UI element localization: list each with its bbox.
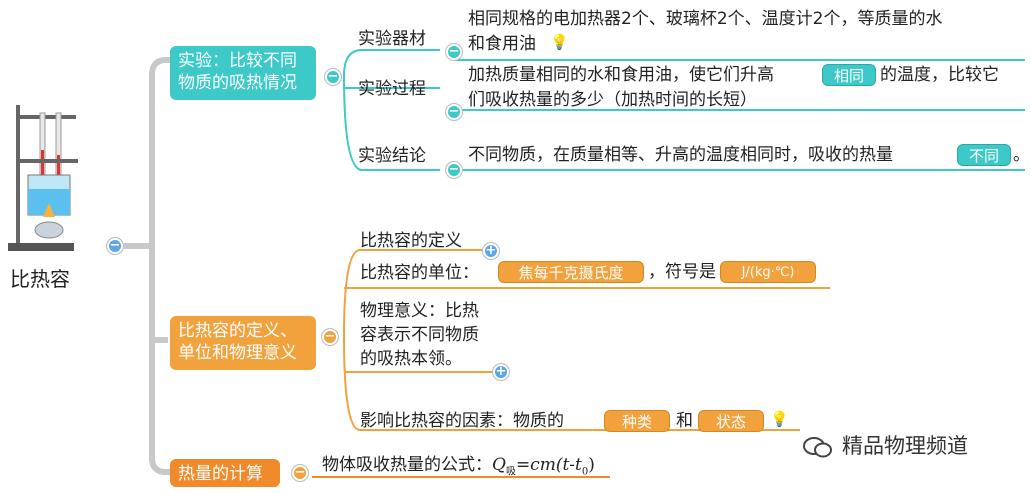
answer-different: 不同 [957,144,1011,166]
wechat-icon [803,436,833,458]
definition-expand-toggle[interactable]: + [483,243,499,259]
experiment-process-label: 实验过程 [358,79,426,99]
meaning-line1: 物理意义：比热 [360,301,479,321]
lab-apparatus-illustration [6,105,80,255]
experiment-conclusion-label: 实验结论 [358,146,426,166]
root-collapse-toggle[interactable]: − [107,238,123,254]
definition-label: 比热容的定义 [360,231,462,251]
experiment-process-toggle[interactable]: − [446,104,462,120]
formula-close-paren: ) [588,455,595,475]
watermark-text: 精品物理频道 [842,434,968,458]
branch-experiment-title-line1: 实验：比较不同 [178,51,297,71]
formula-q: Q [492,455,506,475]
answer-unit-symbol: J/(kg·℃) [720,261,816,283]
experiment-materials-toggle[interactable]: − [446,44,462,60]
lightbulb-icon: 💡 [770,410,789,428]
experiment-materials-label: 实验器材 [358,29,426,49]
lightbulb-icon: 💡 [550,33,569,51]
experiment-materials-text-line1: 相同规格的电加热器2个、玻璃杯2个、温度计2个，等质量的水 [468,9,943,29]
experiment-process-text-a: 加热质量相同的水和食用油，使它们升高 [468,65,774,85]
formula-expression: =cm(t-t [515,455,582,475]
unit-label: 比热容的单位： [360,263,479,283]
branch-heat-calculation-toggle[interactable]: − [292,465,308,481]
branch-experiment: 实验：比较不同 物质的吸热情况 [170,46,316,100]
factors-label: 影响比热容的因素：物质的 [360,411,564,431]
branch-definition-title-line1: 比热容的定义、 [178,321,297,341]
experiment-process-text-b: 的温度，比较它 [880,65,999,85]
formula-q-subscript: 吸 [505,466,516,478]
answer-same: 相同 [822,64,876,86]
meaning-line2: 容表示不同物质 [360,325,479,345]
branch-experiment-toggle[interactable]: − [325,69,341,85]
answer-unit-name: 焦每千克摄氏度 [498,261,644,283]
branch-definition: 比热容的定义、 单位和物理意义 [170,316,316,370]
answer-factor-kind: 种类 [604,410,670,432]
branch-experiment-title-line2: 物质的吸热情况 [178,73,297,93]
formula-t0-subscript: 0 [581,466,589,478]
experiment-materials-text-line2: 和食用油 [468,34,536,54]
factors-and: 和 [676,411,693,431]
answer-factor-state: 状态 [698,410,764,432]
meaning-expand-toggle[interactable]: + [493,364,509,380]
experiment-process-text-line2: 们吸收热量的多少（加热时间的长短） [468,90,757,110]
branch-heat-calculation-title: 热量的计算 [178,464,263,484]
unit-symbol-label: ，符号是 [648,262,716,282]
experiment-conclusion-text-b: 。 [1013,145,1030,165]
root-label: 比热容 [10,267,70,291]
branch-definition-toggle[interactable]: − [322,329,338,345]
experiment-conclusion-text-a: 不同物质，在质量相等、升高的温度相同时，吸收的热量 [468,145,893,165]
formula-label-text: 物体吸收热量的公式： [322,455,492,475]
branch-definition-title-line2: 单位和物理意义 [178,343,297,363]
experiment-conclusion-toggle[interactable]: − [446,162,462,178]
meaning-line3: 的吸热本领。 [360,349,462,369]
branch-heat-calculation: 热量的计算 [170,459,280,487]
formula-label: 物体吸收热量的公式：Q吸=cm(t-t0) [322,452,595,485]
